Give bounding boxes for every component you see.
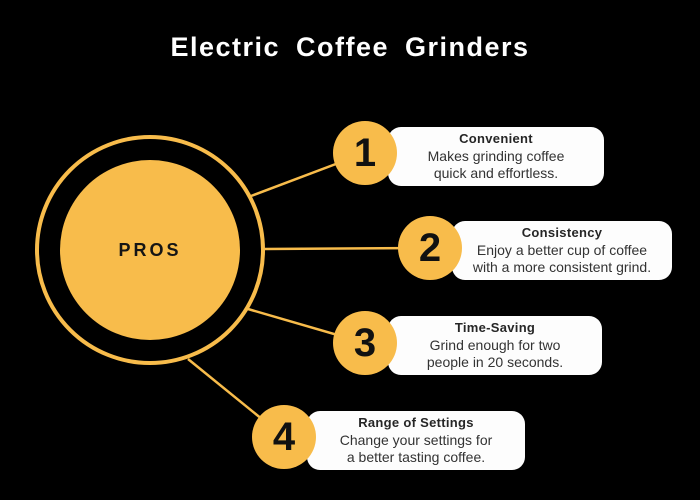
hub-label: PROS: [118, 239, 182, 260]
item-1-card: Convenient Makes grinding coffee quick a…: [388, 127, 604, 186]
page-title: Electric Coffee Grinders: [170, 32, 530, 62]
item-2-number: 2: [418, 226, 442, 270]
item-2-description-line-2: with a more consistent grind.: [472, 258, 652, 275]
item-3-card: Time-Saving Grind enough for two people …: [388, 316, 602, 375]
item-1-description-line-2: quick and effortless.: [433, 164, 559, 181]
item-2-title: Consistency: [521, 225, 603, 241]
item-2-number-badge: 2: [398, 216, 462, 280]
item-1-number-badge: 1: [333, 121, 397, 185]
hub-circle: PROS: [60, 160, 240, 340]
item-3-number-badge: 3: [333, 311, 397, 375]
item-2-card: Consistency Enjoy a better cup of coffee…: [452, 221, 672, 280]
item-3-number: 3: [353, 321, 377, 365]
item-4-card: Range of Settings Change your settings f…: [307, 411, 525, 470]
item-4-title: Range of Settings: [358, 415, 474, 431]
item-3-description-line-1: Grind enough for two: [429, 336, 561, 353]
item-3-title: Time-Saving: [454, 320, 536, 336]
item-4-description-line-1: Change your settings for: [339, 431, 493, 448]
item-1-description-line-1: Makes grinding coffee: [427, 147, 565, 164]
item-4-number-badge: 4: [252, 405, 316, 469]
item-4-description-line-2: a better tasting coffee.: [346, 448, 486, 465]
hub-outer-ring: [35, 135, 265, 365]
item-3-description-line-2: people in 20 seconds.: [426, 353, 564, 370]
item-1-title: Convenient: [459, 131, 533, 147]
item-4-number: 4: [272, 415, 296, 459]
item-2-description-line-1: Enjoy a better cup of coffee: [476, 241, 648, 258]
item-1-number: 1: [353, 131, 377, 175]
